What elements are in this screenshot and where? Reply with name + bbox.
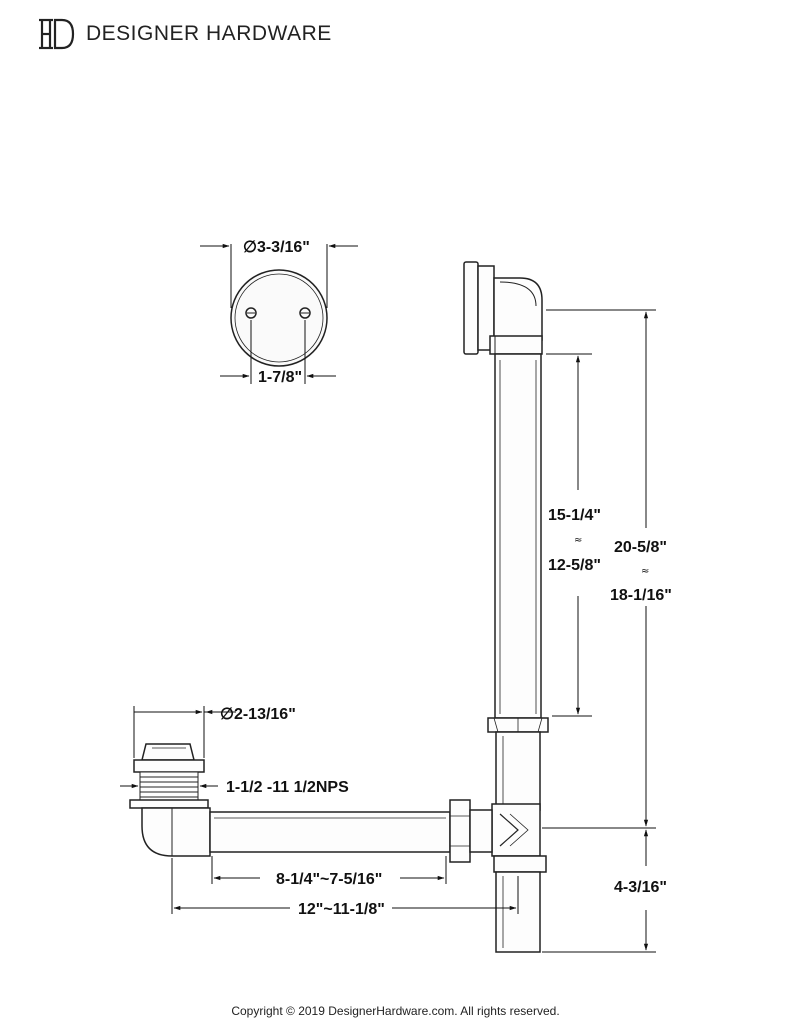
overflow-flange (463, 261, 479, 355)
tee-height-label: 4-3/16" (614, 879, 667, 896)
slip-nut-upper (489, 335, 543, 355)
drain-assembly (129, 743, 493, 863)
dh-monogram-icon (39, 18, 75, 50)
screw-right-icon (299, 307, 311, 319)
header: DESIGNER HARDWARE (38, 14, 332, 54)
arm-length-label: 8-1/4"~7-5/16" (276, 871, 382, 888)
screw-spacing-label: 1-7/8" (258, 369, 302, 386)
overflow-faceplate (230, 269, 328, 367)
overflow-assembly (463, 261, 549, 953)
screw-left-icon (245, 307, 257, 319)
drain-assembly-drawing: ∅3-3/16" 1-7/8" (120, 239, 672, 953)
thread-spec-label: 1-1/2 -11 1/2NPS (226, 779, 349, 796)
overall-height-min-label: 18-1/16" (610, 587, 672, 604)
copyright-notice: Copyright © 2019 DesignerHardware.com. A… (231, 1004, 560, 1018)
tee-fitting (491, 803, 541, 857)
slip-nut-arm (449, 799, 471, 863)
drain-threads (139, 771, 199, 803)
faceplate-diameter-label: ∅3-3/16" (243, 239, 310, 256)
overflow-vertical-pipe (494, 353, 542, 719)
drain-diameter-label: ∅2-13/16" (220, 706, 296, 723)
brand-name: DESIGNER HARDWARE (86, 22, 332, 45)
drain-shoe (141, 807, 211, 857)
overflow-approx-symbol: ≈ (574, 535, 582, 546)
overall-approx-symbol: ≈ (641, 566, 649, 577)
overall-height-max-label: 20-5/8" (614, 539, 667, 556)
overflow-min-label: 12-5/8" (548, 557, 601, 574)
overflow-max-label: 15-1/4" (548, 507, 601, 524)
horizontal-arm (209, 811, 451, 853)
total-length-label: 12"~11-1/8" (298, 901, 385, 918)
drain-stopper (141, 743, 195, 761)
